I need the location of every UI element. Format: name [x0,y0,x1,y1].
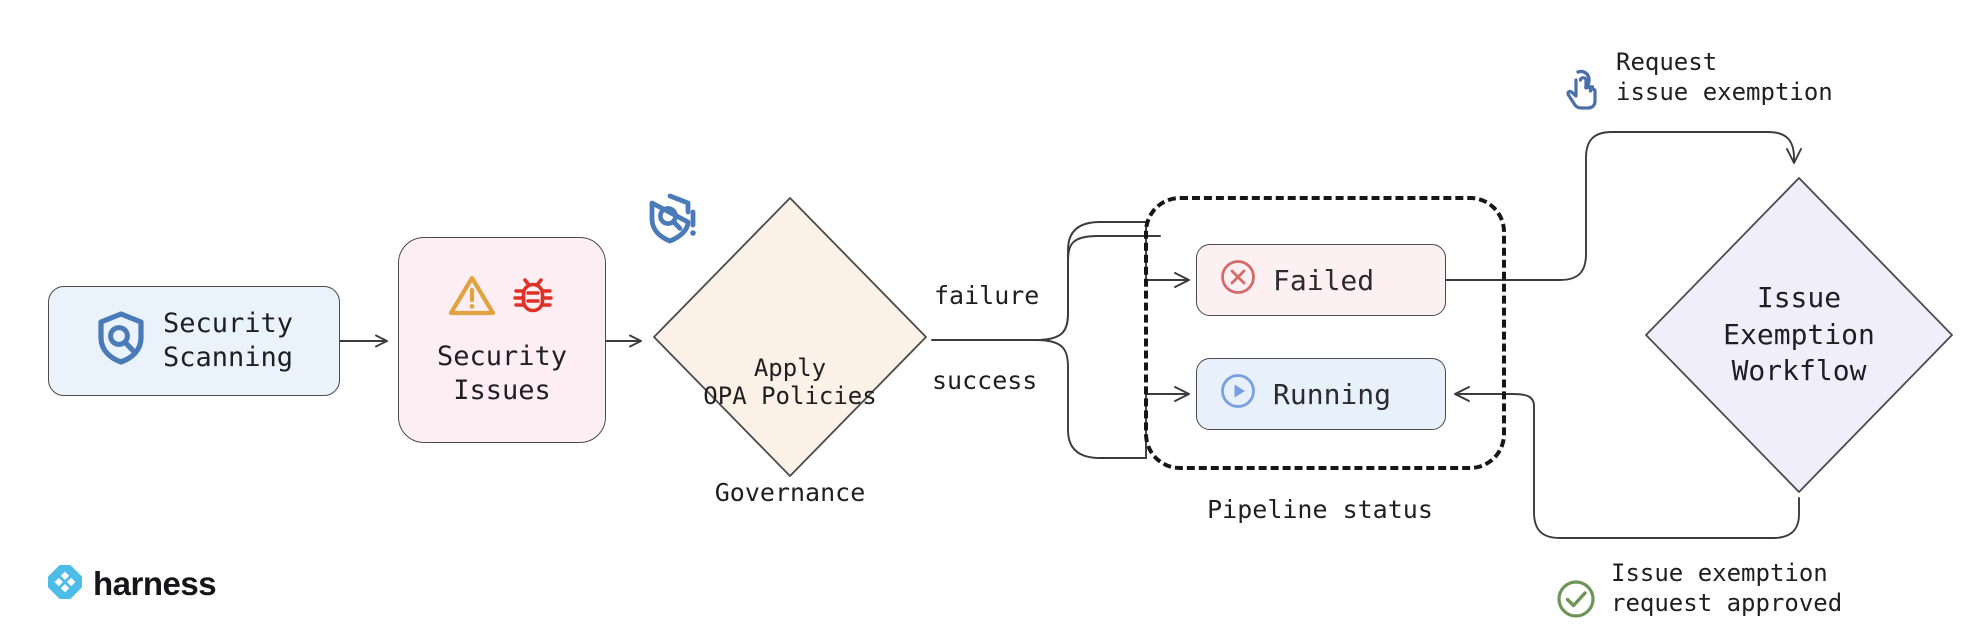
caption-governance: Governance [714,478,866,507]
node-security-scanning-label: Security Scanning [162,307,294,373]
status-chip-running-label: Running [1273,377,1392,411]
harness-logo: harness [46,563,217,603]
edge-label-failure: failure [934,281,1040,310]
annotation-request-issue-exemption: Request issue exemption [1562,36,1833,118]
node-issue-exemption-workflow[interactable]: Issue Exemption Workflow [1640,172,1958,498]
annotation-request-text: Request issue exemption [1616,47,1833,106]
warning-triangle-icon [448,273,496,322]
edge-label-success: success [932,366,1038,395]
node-security-issues[interactable]: Security Issues [398,237,606,443]
play-circle-icon [1219,372,1257,417]
hand-click-icon [1562,36,1602,118]
group-pipeline-status [1144,196,1506,470]
node-apply-opa-policies[interactable]: Apply OPA Policies [648,192,932,482]
shield-search-icon [95,310,147,371]
node-security-scanning[interactable]: Security Scanning [48,286,340,396]
x-circle-icon [1219,258,1257,303]
harness-wordmark: harness [93,565,217,602]
harness-mark-icon [46,563,84,603]
status-chip-running[interactable]: Running [1196,358,1446,430]
bug-icon [510,272,556,323]
annotation-approved-text: Issue exemption request approved [1611,558,1843,617]
node-security-issues-label: Security Issues [436,340,568,406]
edge-failure-curve [1035,221,1147,341]
security-issue-icons [448,272,556,323]
status-chip-failed[interactable]: Failed [1196,244,1446,316]
status-chip-failed-label: Failed [1273,263,1375,297]
edge-success-curve [1035,339,1147,459]
check-circle-icon [1555,548,1597,628]
caption-pipeline-status: Pipeline status [1207,495,1433,524]
node-apply-opa-policies-label: Apply OPA Policies [703,354,877,410]
annotation-request-approved: Issue exemption request approved [1555,548,1842,628]
node-issue-exemption-workflow-label: Issue Exemption Workflow [1723,281,1875,388]
